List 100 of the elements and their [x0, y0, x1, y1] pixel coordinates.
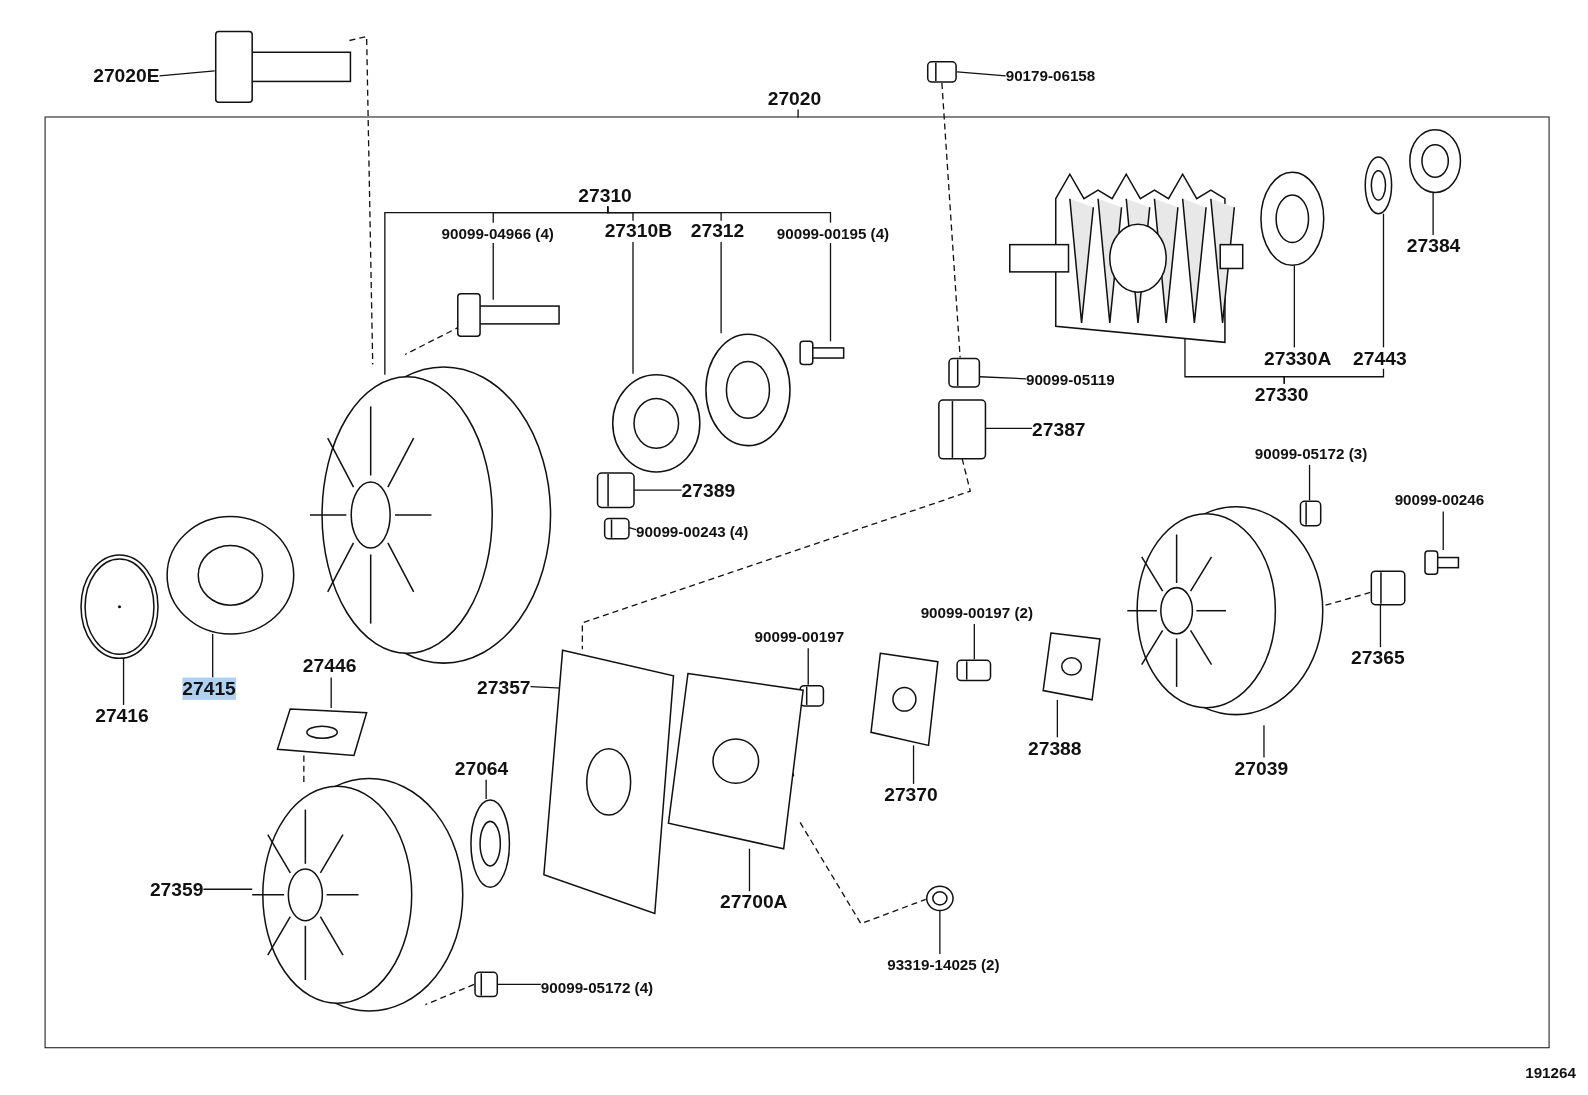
screw-drawing — [799, 340, 845, 366]
assembly-line — [581, 458, 972, 650]
leader-line — [1442, 510, 1444, 551]
leader-line — [956, 71, 1007, 77]
part-number: 90099-05172 (4) — [540, 976, 654, 999]
part-number: 27330 — [1254, 383, 1309, 407]
leader-line — [158, 70, 216, 77]
insulator-drawing — [469, 799, 511, 889]
leader-line — [829, 242, 832, 342]
seal-ring-drawing — [1408, 128, 1462, 194]
pulley-drawing — [166, 515, 295, 636]
leader-line — [1056, 699, 1058, 738]
part-number: 90099-05119 — [1025, 368, 1115, 391]
bearing-drawing — [611, 373, 701, 473]
part-number: 27357 — [477, 676, 531, 699]
nut-drawing — [1299, 500, 1322, 527]
part-number: 90099-00243 (4) — [636, 520, 749, 543]
part-number: 27389 — [681, 480, 736, 503]
part-number: 90179-06158 — [1005, 64, 1096, 88]
part-number: 27443 — [1353, 347, 1407, 370]
part-number: 27370 — [884, 783, 938, 807]
plate-drawing — [276, 707, 368, 757]
leader-line — [807, 647, 809, 686]
plate-drawing — [704, 333, 791, 447]
brush-holder-drawing — [870, 652, 939, 747]
bolt-drawing — [214, 30, 352, 104]
leader-line — [492, 242, 494, 301]
bearing-drawing — [1259, 171, 1325, 267]
leader-line — [607, 205, 832, 224]
leader-line — [202, 888, 253, 890]
assembly-line — [424, 983, 475, 1006]
part-number: 90099-04966 (4) — [441, 222, 554, 246]
leader-line — [1382, 213, 1385, 349]
part-number: 90099-05172 (3) — [1254, 442, 1368, 465]
leader-line — [212, 633, 214, 679]
leader-line — [628, 527, 637, 531]
part-number: 27359 — [149, 879, 204, 902]
rectifier-drawing — [542, 649, 675, 915]
assembly-line — [799, 821, 927, 925]
leader-line — [1293, 264, 1295, 349]
part-number: 27310 — [578, 184, 632, 207]
screw-drawing — [956, 659, 992, 682]
part-number: 27416 — [95, 704, 149, 728]
part-number: 27020 — [767, 88, 822, 111]
part-number: 27020E — [93, 64, 160, 88]
part-number: 27365 — [1351, 647, 1405, 670]
stud-bolt-drawing — [456, 292, 561, 338]
leader-line — [632, 241, 634, 375]
part-number: 27039 — [1234, 757, 1289, 780]
leader-line — [122, 657, 125, 706]
nut-drawing — [926, 60, 958, 84]
ring-drawing — [1364, 155, 1393, 215]
part-number: 27387 — [1032, 418, 1086, 441]
leader-line — [1283, 368, 1385, 385]
part-number: 27700A — [720, 891, 788, 914]
leader-line — [496, 983, 542, 986]
part-number: 90099-00197 (2) — [920, 601, 1033, 624]
cover-disc-drawing — [80, 554, 159, 660]
part-number: 90099-00246 — [1394, 489, 1485, 512]
part-number: 27415 — [182, 677, 236, 700]
part-number: 27384 — [1406, 234, 1461, 258]
leader-line — [939, 909, 941, 955]
nut-drawing — [474, 971, 499, 998]
leader-line — [720, 241, 722, 334]
rotor-drawing — [1008, 173, 1244, 344]
leader-line — [1308, 464, 1311, 501]
regulator-drawing — [667, 672, 805, 850]
drawing-number: 191264 — [1525, 1062, 1576, 1083]
part-number: 27310B — [604, 219, 673, 243]
leader-line — [973, 623, 975, 660]
part-number: 27312 — [690, 219, 745, 243]
leader-line — [748, 848, 751, 892]
leader-line — [978, 376, 1027, 380]
leader-line — [797, 108, 799, 119]
insulator-drawing — [937, 399, 987, 460]
part-number: 90099-00195 (4) — [776, 222, 890, 246]
terminal-drawing — [1370, 570, 1406, 606]
assembly-line — [348, 35, 374, 366]
nut-drawing — [948, 357, 981, 388]
assembly-line — [303, 754, 305, 783]
screw-drawing — [1424, 549, 1460, 576]
brush-holder-drawing — [1042, 632, 1101, 701]
leader-line — [984, 427, 1033, 430]
clip-drawing — [596, 471, 636, 509]
screw-drawing — [603, 517, 630, 540]
leader-line — [1379, 604, 1382, 648]
part-number: 93319-14025 (2) — [887, 954, 1000, 977]
leader-line — [1263, 724, 1265, 759]
leader-line — [912, 744, 915, 785]
part-number: 90099-00197 — [754, 625, 845, 649]
part-number: 27064 — [454, 757, 509, 780]
screw-drawing — [925, 885, 955, 912]
leader-line — [330, 676, 332, 709]
leader-line — [485, 779, 487, 800]
part-number: 27446 — [302, 655, 357, 678]
part-number: 27388 — [1028, 737, 1082, 760]
leader-line — [633, 489, 683, 491]
assembly-line — [941, 82, 961, 359]
part-number: 27330A — [1263, 347, 1332, 370]
leader-line — [1432, 191, 1434, 236]
